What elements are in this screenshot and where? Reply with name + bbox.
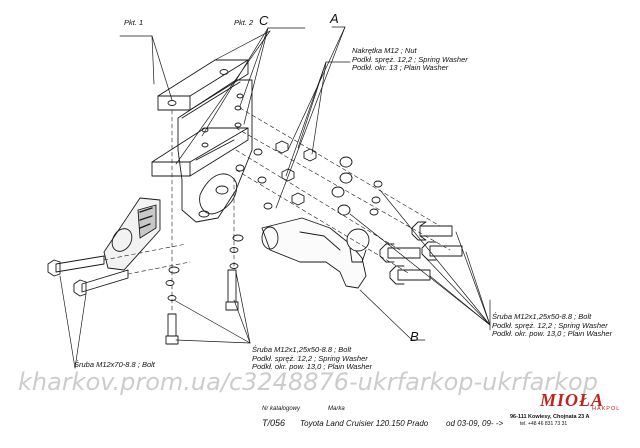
spring-washer-line: Podkł. spręż. 12,2 ; Spring Washer [492,320,608,330]
plain-washer-line: Podkł. okr. pow. 13,0 ; Plain Washer [252,362,373,372]
footer-vehicle: Toyota Land Cruisier 120.150 Prado [300,419,429,428]
bolt-line: Śruba M12x1,25x50-8.8 ; Bolt [252,345,352,354]
plain-washer-line: Podkł. okr. pow. 13,0 ; Plain Washer [492,329,613,339]
bolt-line: Śruba M12x1,25x50-8.8 ; Bolt [492,312,592,321]
tow-ball-assembly [261,217,370,289]
label-right-bolt-group: Śruba M12x1,25x50-8.8 ; Bolt Podkł. sprę… [492,312,613,339]
nut-line: Nakrętka M12 ; Nut [352,46,417,55]
footer-catalog-number: T/056 [262,418,286,428]
footer-address: 96-111 Kowiesy, Chojnata 23 A [510,414,590,420]
spring-washer-line: Podkł. spręż. 12,2 ; Spring Washer [352,54,468,64]
label-letter-b: B [410,329,419,344]
assembly-lines [103,107,451,311]
left-bolts [47,255,129,297]
watermark: kharkov.prom.ua/c3248876-ukrfarkop-ukrfa… [18,368,598,396]
center-bolts [165,269,239,345]
label-letter-c: C [259,13,269,28]
brand-logo: MIOŁA [540,390,605,410]
washers [165,148,383,301]
footer-brand-label: Marka [328,406,345,412]
label-letter-a: A [330,11,339,26]
leader-lines [59,26,491,369]
lower-mounting-plate [151,127,249,177]
label-left-bolt: Śruba M12x70-8.8 ; Bolt [74,360,155,369]
brand-tag: HAKPOL [592,406,621,412]
vertical-bracket [177,79,253,223]
label-pkt-1: Pkt. 1 [124,18,144,27]
footer-years: od 03-09, 09- -> [446,419,504,428]
upper-mounting-plate [157,59,249,111]
plain-washer-line: Podkł. okr. 13 ; Plain Washer [352,63,449,73]
label-center-bolt-group: Śruba M12x1,25x50-8.8 ; Bolt Podkł. sprę… [252,345,373,372]
label-nut-group: Nakrętka M12 ; Nut Podkł. spręż. 12,2 ; … [352,46,468,73]
spring-washer-line: Podkł. spręż. 12,2 ; Spring Washer [252,353,368,363]
label-pkt-2: Pkt. 2 [234,18,254,27]
footer-catalog-label: Nr katalogowy [262,406,301,412]
socket-plate [103,197,161,271]
footer-phone: tel. +48 46 831 73 31 [520,421,568,427]
right-bolts [379,221,463,285]
